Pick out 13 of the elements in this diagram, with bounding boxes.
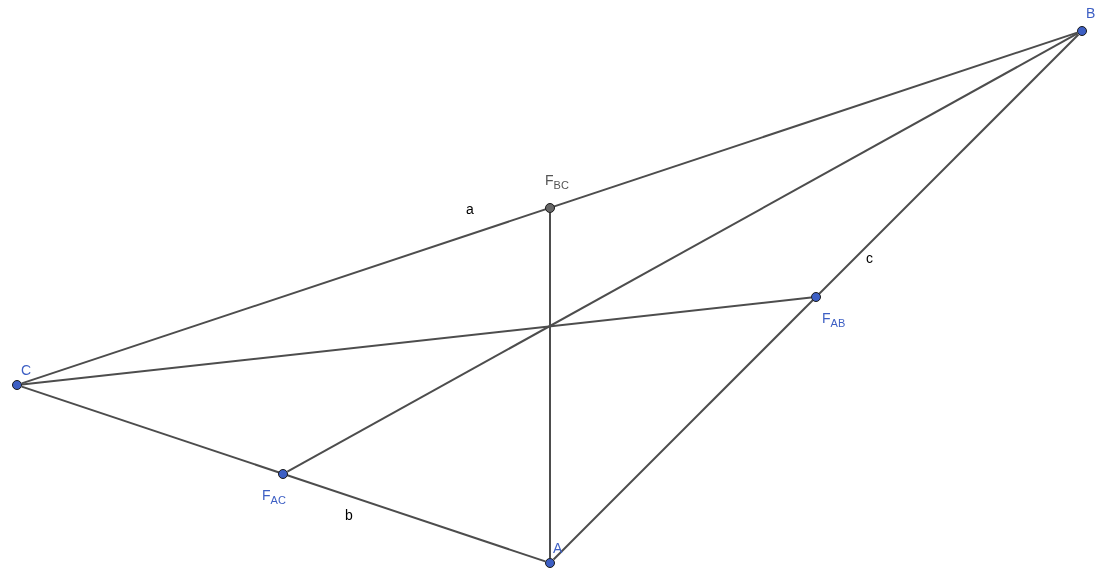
line-segment [552,33,1080,561]
line-segment [549,212,551,559]
line-segment [20,31,1079,385]
edge-label: b [344,507,354,523]
point-label: F$_{BC}$ [545,172,569,193]
point-label: F$_{AC}$ [262,487,286,508]
line-segment [286,32,1079,473]
line-segment [20,385,547,563]
line-segment [20,296,813,386]
point-label: F$_{AB}$ [822,310,846,331]
point-label: C [21,362,32,378]
point-label: B [1086,5,1096,21]
point-label: A [553,540,563,556]
